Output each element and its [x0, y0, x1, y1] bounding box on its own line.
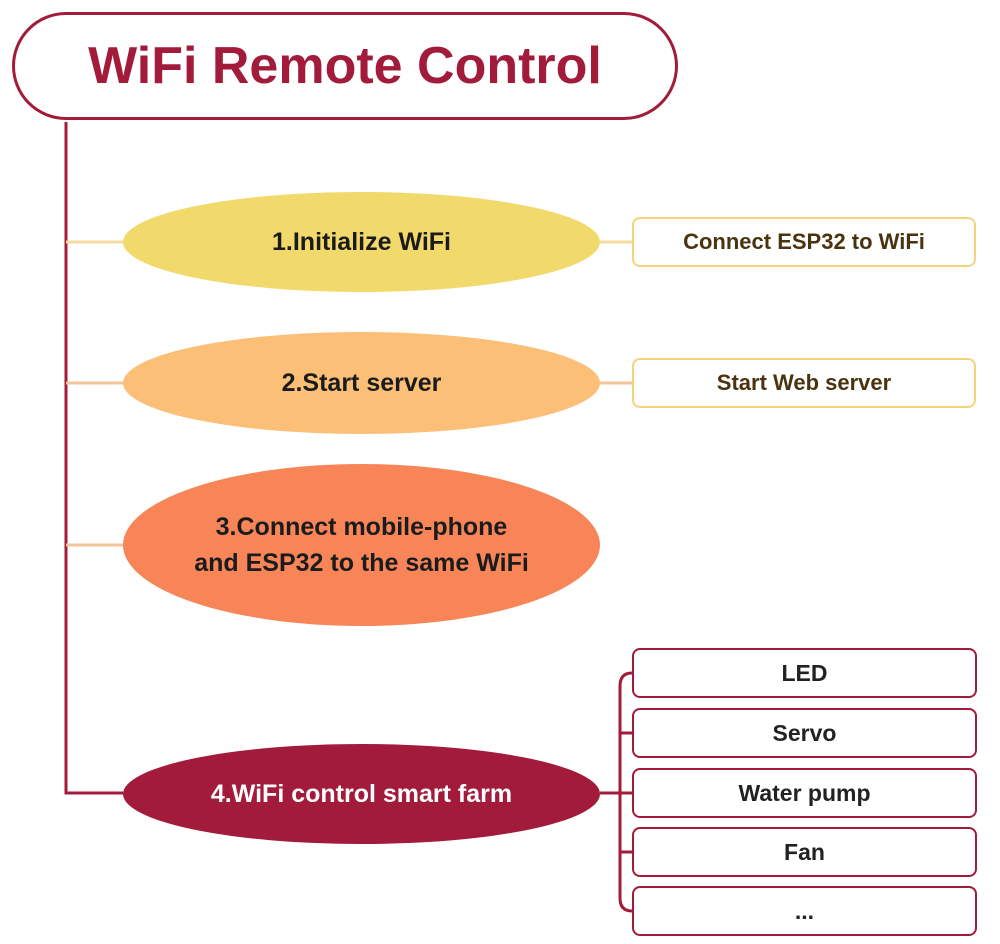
step-wifi-control: 4.WiFi control smart farm [123, 744, 600, 844]
device-box-servo: Servo [632, 708, 977, 758]
device-label: Servo [772, 719, 837, 746]
detail-text: Start Web server [716, 370, 892, 395]
step-label-line1: 3.Connect mobile-phone [215, 513, 508, 541]
device-box-fan: Fan [632, 827, 977, 877]
device-label: Fan [784, 838, 825, 865]
diagram-title: WiFi Remote Control [88, 37, 602, 95]
detail-box-step1: Connect ESP32 to WiFi [632, 217, 976, 267]
detail-text: Connect ESP32 to WiFi [683, 229, 925, 254]
step-label-line2: and ESP32 to the same WiFi [194, 549, 529, 577]
step-start-server: 2.Start server [123, 332, 600, 434]
step-label: 1.Initialize WiFi [272, 228, 451, 256]
device-label: Water pump [738, 779, 871, 806]
device-label: ... [794, 897, 815, 924]
step-label: 4.WiFi control smart farm [210, 780, 513, 808]
title-box: WiFi Remote Control [12, 12, 678, 120]
step-initialize-wifi: 1.Initialize WiFi [123, 192, 600, 292]
device-box-more: ... [632, 886, 977, 936]
detail-box-step2: Start Web server [632, 358, 976, 408]
step-connect-phone: 3.Connect mobile-phone and ESP32 to the … [123, 464, 600, 626]
device-label: LED [781, 659, 828, 686]
device-bracket [600, 671, 633, 913]
trunk-line [64, 122, 123, 795]
step-label: 2.Start server [281, 369, 442, 397]
device-box-led: LED [632, 648, 977, 698]
device-box-water-pump: Water pump [632, 768, 977, 818]
